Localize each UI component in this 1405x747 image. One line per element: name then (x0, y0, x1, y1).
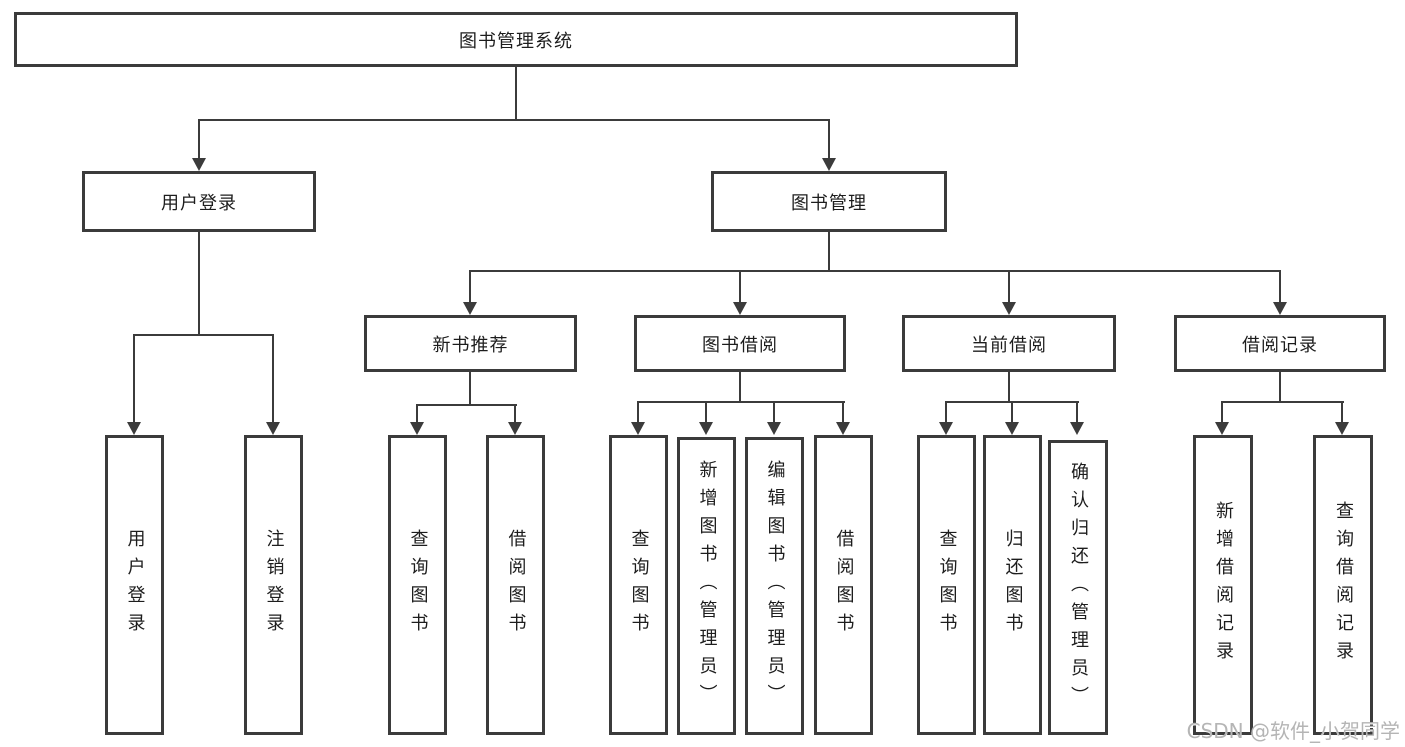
connector-to-leaf-borrow-add (705, 401, 707, 423)
connector-book-borrow-hbar (637, 401, 845, 403)
connector-to-leaf-current-query (945, 401, 947, 423)
leaf-records-query-record-label: 查询借阅记录 (1333, 501, 1354, 669)
node-user-login-branch: 用户登录 (82, 171, 316, 232)
connector-user-login-hbar (133, 334, 274, 336)
node-book-borrow-label: 图书借阅 (702, 334, 778, 356)
arrowhead-leaf-borrow-query (631, 422, 645, 435)
node-borrow-records: 借阅记录 (1174, 315, 1386, 372)
leaf-newrec-borrow-books: 借阅图书 (486, 435, 545, 735)
leaf-current-return-books-label: 归还图书 (1002, 529, 1024, 641)
leaf-newrec-borrow-books-label: 借阅图书 (505, 529, 527, 641)
arrowhead-leaf-user-login (127, 422, 141, 435)
leaf-borrow-borrow-books: 借阅图书 (814, 435, 873, 735)
connector-root-hbar (198, 119, 830, 121)
connector-to-book-borrow (739, 270, 741, 303)
leaf-current-query-books-label: 查询图书 (936, 529, 958, 641)
arrowhead-leaf-current-return (1005, 422, 1019, 435)
arrowhead-leaf-borrow-add (699, 422, 713, 435)
leaf-current-confirm-return: 确认归还（管理员） (1048, 440, 1108, 735)
connector-to-leaf-user-login (133, 334, 135, 423)
connector-to-new-book-rec (469, 270, 471, 303)
leaf-newrec-query-books-label: 查询图书 (407, 529, 429, 641)
connector-to-leaf-logout (272, 334, 274, 423)
node-current-borrow: 当前借阅 (902, 315, 1116, 372)
node-root-system: 图书管理系统 (14, 12, 1018, 67)
arrowhead-leaf-newrec-borrow (508, 422, 522, 435)
connector-current-borrow-stem (1008, 372, 1010, 402)
arrowhead-leaf-current-query (939, 422, 953, 435)
connector-new-book-rec-stem (469, 372, 471, 405)
leaf-user-login: 用户登录 (105, 435, 164, 735)
leaf-records-add-record-label: 新增借阅记录 (1213, 501, 1234, 669)
csdn-watermark: CSDN @软件_小贺同学 (1186, 719, 1400, 743)
arrowhead-book-borrow (733, 302, 747, 315)
leaf-records-query-record: 查询借阅记录 (1313, 435, 1373, 735)
connector-to-leaf-current-confirm (1076, 401, 1078, 423)
arrowhead-leaf-records-add (1215, 422, 1229, 435)
connector-to-leaf-current-return (1011, 401, 1013, 423)
connector-root-stem (515, 66, 517, 120)
node-current-borrow-label: 当前借阅 (971, 334, 1047, 356)
connector-to-leaf-newrec-borrow (514, 404, 516, 423)
node-borrow-records-label: 借阅记录 (1242, 334, 1318, 356)
connector-new-book-rec-hbar (416, 404, 517, 406)
connector-to-borrow-records (1279, 270, 1281, 303)
connector-to-leaf-records-query (1341, 401, 1343, 423)
leaf-logout-label: 注销登录 (263, 529, 285, 641)
connector-to-leaf-borrow-edit (773, 401, 775, 423)
arrowhead-leaf-records-query (1335, 422, 1349, 435)
connector-user-login-stem (198, 232, 200, 335)
connector-book-mgmt-hbar (469, 270, 1281, 272)
arrowhead-current-borrow (1002, 302, 1016, 315)
node-book-borrow: 图书借阅 (634, 315, 846, 372)
connector-borrow-records-stem (1279, 372, 1281, 402)
node-new-book-rec: 新书推荐 (364, 315, 577, 372)
leaf-current-return-books: 归还图书 (983, 435, 1042, 735)
arrowhead-leaf-borrow-borrow (836, 422, 850, 435)
node-new-book-rec-label: 新书推荐 (432, 334, 509, 356)
leaf-newrec-query-books: 查询图书 (388, 435, 447, 735)
arrowhead-book-mgmt (822, 158, 836, 171)
connector-book-borrow-stem (739, 372, 741, 402)
leaf-borrow-edit-books-label: 编辑图书（管理员） (764, 460, 786, 712)
arrowhead-leaf-newrec-query (410, 422, 424, 435)
arrowhead-leaf-current-confirm (1070, 422, 1084, 435)
leaf-borrow-query-books: 查询图书 (609, 435, 668, 735)
connector-borrow-records-hbar (1221, 401, 1344, 403)
leaf-borrow-query-books-label: 查询图书 (628, 529, 650, 641)
arrowhead-leaf-logout (266, 422, 280, 435)
leaf-borrow-borrow-books-label: 借阅图书 (833, 529, 855, 641)
node-book-mgmt-branch: 图书管理 (711, 171, 947, 232)
node-root-system-label: 图书管理系统 (459, 30, 573, 52)
leaf-current-confirm-return-label: 确认归还（管理员） (1068, 461, 1089, 714)
arrowhead-user-login (192, 158, 206, 171)
leaf-borrow-edit-books: 编辑图书（管理员） (745, 437, 804, 735)
arrowhead-new-book-rec (463, 302, 477, 315)
connector-to-leaf-borrow-query (637, 401, 639, 423)
node-user-login-branch-label: 用户登录 (161, 192, 237, 214)
arrowhead-leaf-borrow-edit (767, 422, 781, 435)
connector-to-leaf-records-add (1221, 401, 1223, 423)
leaf-user-login-label: 用户登录 (124, 529, 146, 641)
connector-root-to-user-login (198, 119, 200, 160)
leaf-logout: 注销登录 (244, 435, 303, 735)
leaf-current-query-books: 查询图书 (917, 435, 976, 735)
connector-to-leaf-newrec-query (416, 404, 418, 423)
connector-book-mgmt-stem (828, 232, 830, 271)
node-book-mgmt-branch-label: 图书管理 (791, 192, 867, 214)
leaf-records-add-record: 新增借阅记录 (1193, 435, 1253, 735)
connector-root-to-book-mgmt (828, 119, 830, 160)
leaf-borrow-add-books-label: 新增图书（管理员） (696, 460, 718, 712)
leaf-borrow-add-books: 新增图书（管理员） (677, 437, 736, 735)
connector-to-leaf-borrow-borrow (842, 401, 844, 423)
arrowhead-borrow-records (1273, 302, 1287, 315)
connector-to-current-borrow (1008, 270, 1010, 303)
